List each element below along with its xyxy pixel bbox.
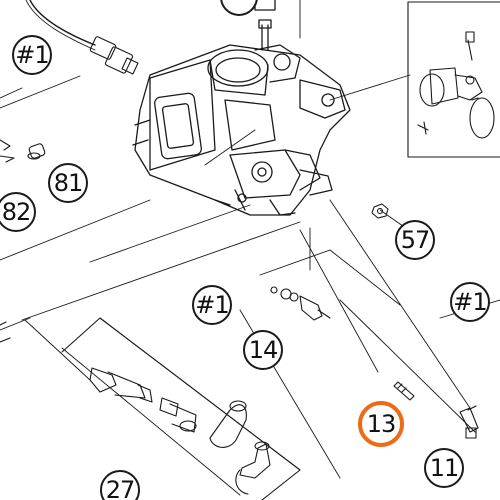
- callout-ref1-center: #1: [192, 285, 232, 325]
- needle-part-13: [393, 381, 415, 401]
- callout-81: 81: [48, 163, 88, 203]
- callout-27: 27: [100, 470, 140, 500]
- throttle-body: [132, 0, 351, 216]
- callout-13-highlighted: 13: [358, 401, 404, 447]
- clip-fitting: [0, 139, 15, 163]
- throttle-cable: [29, 0, 96, 46]
- fuel-line-11: [459, 405, 479, 439]
- callout-11: 11: [424, 448, 464, 488]
- callout-82: 82: [0, 192, 36, 232]
- detail-inset: [407, 1, 500, 158]
- sensor-part-14: [270, 286, 331, 321]
- callout-ref1-top-left: #1: [12, 35, 52, 75]
- hose-kit-27: [61, 317, 301, 500]
- callout-14: 14: [243, 330, 283, 370]
- callout-ref1-right: #1: [450, 282, 490, 322]
- cable-connector: [89, 36, 139, 75]
- screw-57: [371, 203, 389, 219]
- small-plug: [27, 143, 46, 160]
- callout-57: 57: [395, 220, 435, 260]
